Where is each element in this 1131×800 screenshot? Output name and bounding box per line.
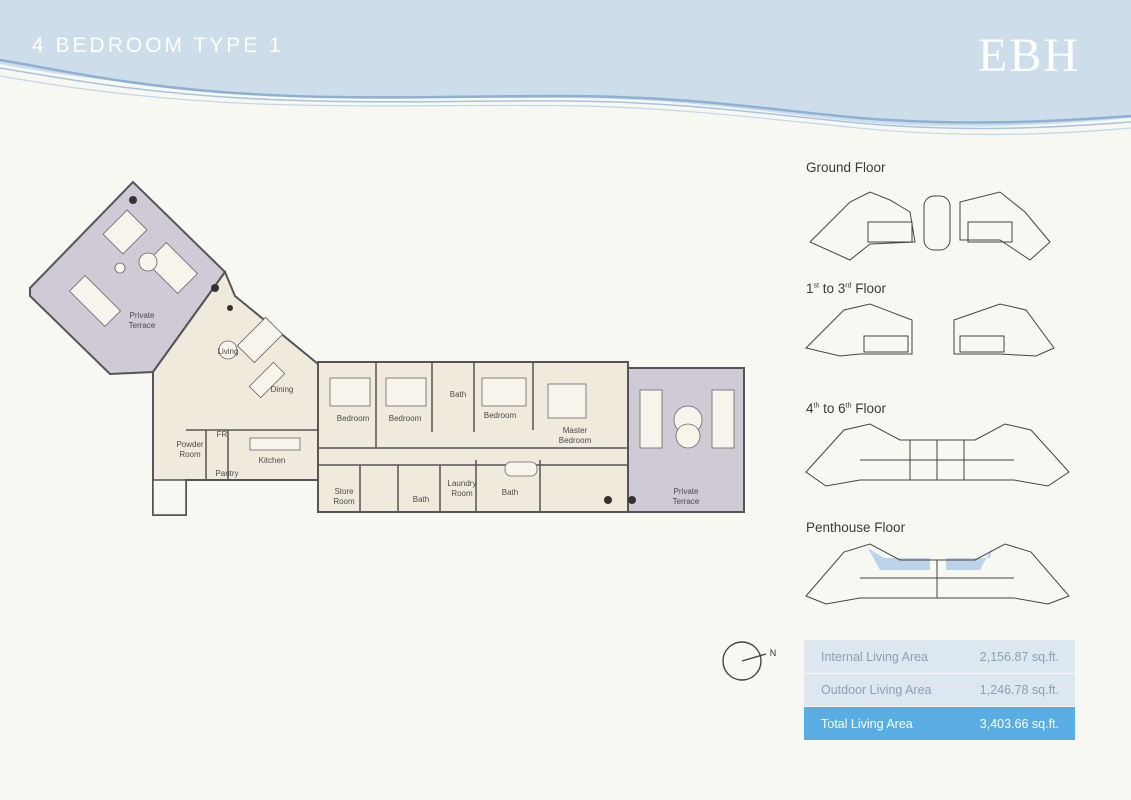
label-living: Living bbox=[218, 347, 239, 356]
label-private-terrace-2b: Terrace bbox=[673, 497, 700, 506]
label-laundry-1: Laundry bbox=[448, 479, 477, 488]
floor-title-4th-6th: 4th to 6th Floor bbox=[806, 401, 886, 416]
label-kitchen: Kitchen bbox=[259, 456, 286, 465]
label-laundry-2: Room bbox=[451, 489, 473, 498]
keyplan-4th-6th bbox=[805, 423, 1070, 487]
label-powder-2: Room bbox=[179, 450, 201, 459]
label-store-2: Room bbox=[333, 497, 355, 506]
header-banner bbox=[0, 0, 1131, 136]
area-row-total: Total Living Area 3,403.66 sq.ft. bbox=[804, 707, 1075, 740]
floor-title-ground: Ground Floor bbox=[806, 160, 886, 175]
area-value: 1,246.78 sq.ft. bbox=[979, 683, 1059, 697]
label-store-1: Store bbox=[334, 487, 354, 496]
label-powder-1: Powder bbox=[176, 440, 203, 449]
label-fr: FR bbox=[217, 430, 228, 439]
area-row-outdoor: Outdoor Living Area 1,246.78 sq.ft. bbox=[804, 674, 1075, 707]
floor-title-1st-3rd: 1st to 3rd Floor bbox=[806, 281, 886, 296]
north-compass: N bbox=[722, 641, 777, 681]
keyplan-ground bbox=[809, 191, 1051, 261]
area-label: Outdoor Living Area bbox=[821, 683, 932, 697]
label-dining: Dining bbox=[271, 385, 294, 394]
compass-north-label: N bbox=[770, 648, 777, 658]
area-label: Total Living Area bbox=[821, 716, 913, 731]
area-row-internal: Internal Living Area 2,156.87 sq.ft. bbox=[804, 640, 1075, 674]
area-summary-table: Internal Living Area 2,156.87 sq.ft. Out… bbox=[804, 640, 1075, 740]
label-bath-2: Bath bbox=[413, 495, 429, 504]
area-label: Internal Living Area bbox=[821, 649, 929, 664]
area-value: 3,403.66 sq.ft. bbox=[979, 716, 1059, 731]
label-private-terrace-2: Private bbox=[674, 487, 699, 496]
label-bath-1: Bath bbox=[450, 390, 466, 399]
label-private-terrace-1b: Terrace bbox=[129, 321, 156, 330]
label-pantry: Pantry bbox=[215, 469, 238, 478]
keyplan-1st-3rd bbox=[805, 303, 1055, 357]
label-bedroom-2: Bedroom bbox=[389, 414, 422, 423]
label-master-1: Master bbox=[563, 426, 588, 435]
brand-logo: EBH bbox=[978, 29, 1080, 82]
label-bedroom-3: Bedroom bbox=[484, 411, 517, 420]
keyplan-penthouse bbox=[805, 543, 1070, 605]
label-bath-3: Bath bbox=[502, 488, 518, 497]
label-private-terrace-1: Private bbox=[130, 311, 155, 320]
label-master-2: Bedroom bbox=[559, 436, 592, 445]
page-title: 4 BEDROOM TYPE 1 bbox=[32, 34, 284, 57]
area-value: 2,156.87 sq.ft. bbox=[979, 649, 1059, 664]
floor-title-penthouse: Penthouse Floor bbox=[806, 520, 906, 535]
label-bedroom-1: Bedroom bbox=[337, 414, 370, 423]
